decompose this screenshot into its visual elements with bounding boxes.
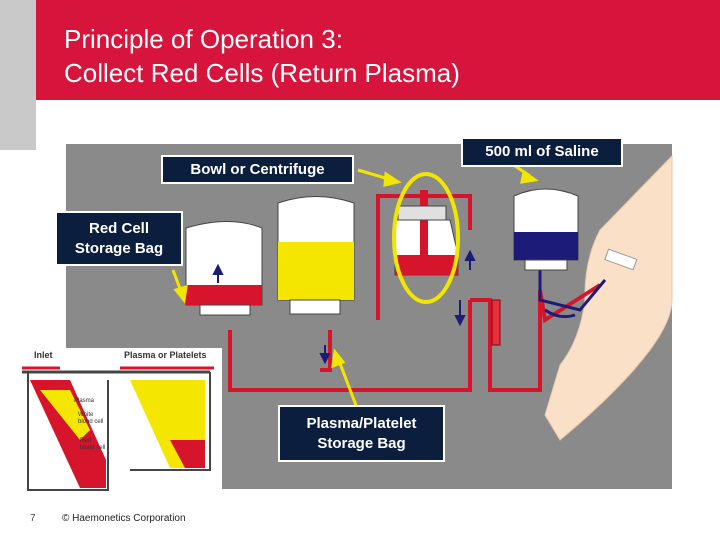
red-cell-label-line-2: Storage Bag [74,240,164,257]
copyright-notice: © Haemonetics Corporation [62,513,186,524]
tube-clamp [491,299,501,346]
title-line-1: Principle of Operation 3: [64,24,343,54]
inset-wbc-label: White blood cell [78,412,103,426]
saline-label-text: 500 ml of Saline [485,143,599,160]
bowl-label: Bowl or Centrifuge [161,155,354,184]
plasma-bag-label: Plasma/Platelet Storage Bag [278,405,445,462]
saline-line [538,270,607,319]
flow-arrows [212,249,476,365]
header-side-bar [0,0,36,150]
plasma-storage-bag-graphic [277,196,355,315]
inset-plasma-label: Plasma [74,398,95,404]
inset-graphic [22,366,214,491]
red-cell-bag-label: Red Cell Storage Bag [55,211,183,266]
inset-wbc-line-2: blood cell [78,419,104,425]
bowl-highlight-ring [392,172,460,304]
plasma-label-line-2: Storage Bag [317,435,406,452]
arm-illustration [544,154,673,441]
saline-label: 500 ml of Saline [461,137,623,167]
red-cell-storage-bag-graphic [185,221,263,316]
inset-rbc-label: Red blood cell [80,438,105,452]
pointer-arrows [171,158,539,409]
slide-title: Principle of Operation 3: Collect Red Ce… [64,22,460,90]
inset-rbc-line-2: blood cell [80,445,106,451]
inset-rbc-line-1: Red [80,438,92,444]
bowl-label-text: Bowl or Centrifuge [190,161,325,178]
inset-outlet-label: Plasma or Platelets [124,350,207,360]
plasma-label-line-1: Plasma/Platelet [306,415,417,432]
inset-inlet-label: Inlet [34,350,53,360]
inset-wbc-line-1: White [78,412,94,418]
saline-bag-graphic [513,188,579,271]
title-banner [36,0,720,100]
title-line-2: Collect Red Cells (Return Plasma) [64,58,460,88]
centrifuge-bowl-graphic [394,190,459,276]
red-cell-label-line-1: Red Cell [88,220,149,237]
page-number: 7 [30,513,36,524]
needle-tape [604,248,638,271]
